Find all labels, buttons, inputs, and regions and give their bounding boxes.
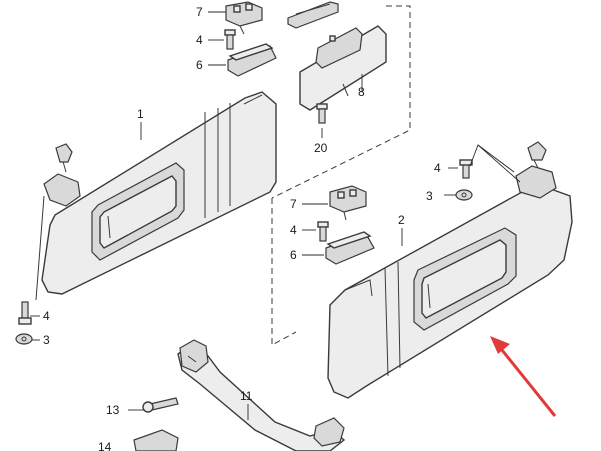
screw-right-visor[interactable] xyxy=(459,159,473,179)
callout-2: 2 xyxy=(398,213,405,227)
callout-6-lower: 6 xyxy=(290,248,297,262)
callout-4-upper: 4 xyxy=(196,33,203,47)
screw-upper[interactable] xyxy=(224,29,236,50)
callout-3-left: 3 xyxy=(43,333,50,347)
callout-3-right: 3 xyxy=(426,189,433,203)
callout-14: 14 xyxy=(98,440,112,451)
retainer-upper[interactable] xyxy=(225,1,263,35)
callout-11: 11 xyxy=(240,389,253,403)
end-cap[interactable] xyxy=(133,429,179,451)
clip-right-visor[interactable] xyxy=(455,189,473,201)
callout-4-lower: 4 xyxy=(290,223,297,237)
screw-handle[interactable] xyxy=(142,397,179,413)
highlight-arrow xyxy=(490,336,557,417)
callout-8: 8 xyxy=(358,85,365,99)
callout-6-upper: 6 xyxy=(196,58,203,72)
callout-13: 13 xyxy=(106,403,120,417)
sun-visor-right[interactable] xyxy=(327,141,573,399)
screw-left-visor[interactable] xyxy=(18,301,32,325)
callout-7-lower: 7 xyxy=(290,197,297,211)
dashed-frame-lower xyxy=(271,198,297,346)
callout-4-left: 4 xyxy=(43,309,50,323)
callout-4-right: 4 xyxy=(434,161,441,175)
grab-handle[interactable] xyxy=(177,339,346,451)
clip-cover-upper[interactable] xyxy=(227,43,277,77)
sun-visor-left[interactable] xyxy=(35,91,277,301)
clip-left-visor[interactable] xyxy=(15,333,33,345)
callout-20: 20 xyxy=(314,141,328,155)
leader-right-mount-b xyxy=(477,144,515,173)
leader-right-mount xyxy=(469,144,521,183)
screw-lamp[interactable] xyxy=(316,103,328,124)
clip-cover-lower[interactable] xyxy=(325,231,375,265)
callout-7-upper: 7 xyxy=(196,5,203,19)
dashed-frame-upper xyxy=(271,5,411,199)
vanity-lamp[interactable] xyxy=(287,1,387,111)
callout-1: 1 xyxy=(137,107,144,121)
screw-lower[interactable] xyxy=(317,221,329,242)
retainer-lower[interactable] xyxy=(329,185,367,221)
